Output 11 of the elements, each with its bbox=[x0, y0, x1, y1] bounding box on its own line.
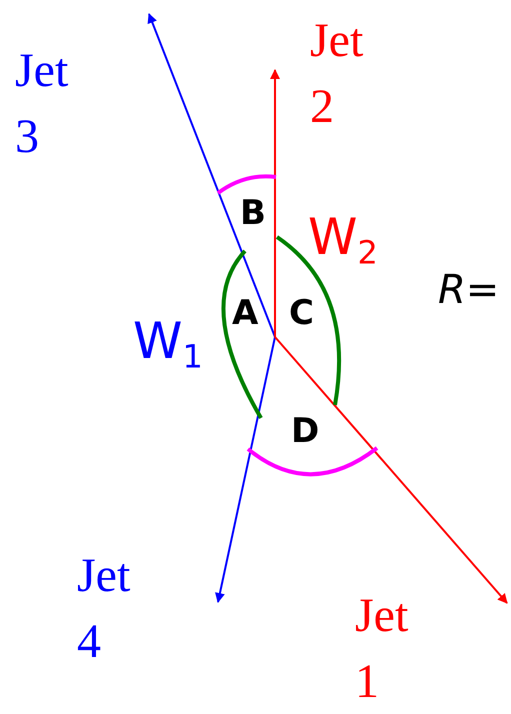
region-label: A bbox=[232, 296, 258, 330]
region-label: B bbox=[240, 196, 266, 230]
region-label: C bbox=[289, 296, 314, 330]
region-label: D bbox=[291, 414, 320, 448]
jet-label: Jet 1 bbox=[355, 588, 410, 710]
jet-label: Jet 3 bbox=[15, 43, 70, 165]
symbol-label: R= bbox=[438, 270, 500, 310]
symbol-label: W$_{2}$ bbox=[308, 212, 378, 269]
jet-label: Jet 4 bbox=[77, 548, 132, 670]
jet-label: Jet 2 bbox=[310, 13, 364, 135]
symbol-label: W$_{1}$ bbox=[133, 316, 203, 373]
